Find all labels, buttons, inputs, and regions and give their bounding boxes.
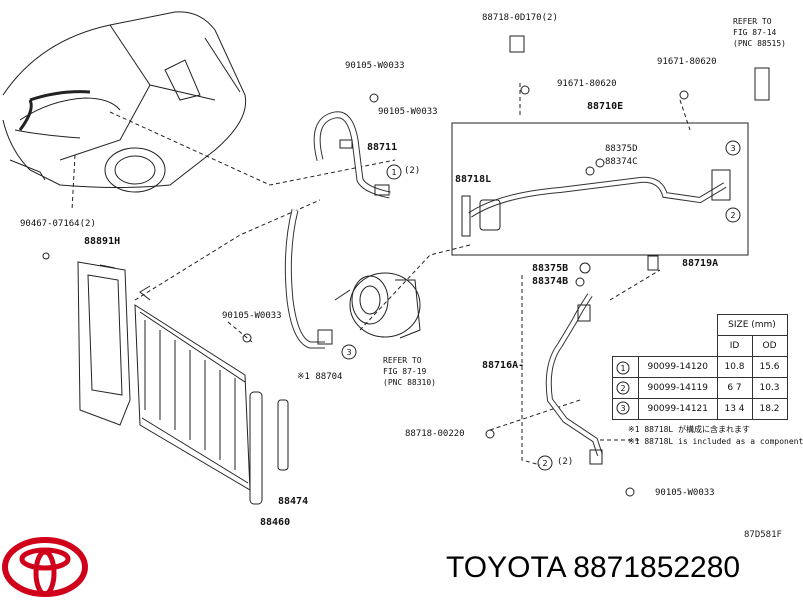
- size-table-col-od: OD: [751, 335, 788, 357]
- label-88891h: 88891H: [84, 236, 121, 247]
- label-88718-0d170: 88718-0D170(2): [482, 13, 558, 23]
- label-refer-to-a: REFER TO: [733, 17, 772, 26]
- label-88460: 88460: [260, 517, 291, 528]
- label-refer-to-b: REFER TO: [383, 356, 422, 365]
- label-88375b: 88375B: [532, 263, 569, 274]
- compressor: [334, 272, 421, 339]
- size-table-header: SIZE (mm): [716, 314, 788, 336]
- fittings: [42, 35, 770, 497]
- diagram-code: 87D581F: [744, 530, 782, 540]
- callout-circle-1: [386, 164, 402, 180]
- label-88719a: 88719A: [682, 258, 719, 269]
- brand-part-title: TOYOTA 8871852280: [446, 551, 740, 585]
- size-table-id: 10.8: [716, 356, 753, 378]
- leader-lines: [71, 80, 691, 466]
- size-table-id: 6 7: [716, 377, 753, 399]
- label-90105-w0033-mid: 90105-W0033: [378, 107, 438, 117]
- size-table-col-id: ID: [716, 335, 753, 357]
- assembly-box-88710e: [451, 122, 749, 256]
- callout-circle-2-a: [725, 207, 741, 223]
- callout-circle-2-b: [537, 455, 553, 471]
- note-japanese: ※1 88718L が構成に含まれます: [628, 425, 751, 434]
- brand-name: TOYOTA: [446, 551, 565, 584]
- label-88711: 88711: [367, 142, 398, 153]
- suction-pipe: [461, 169, 731, 237]
- callout-circle-3-a: [725, 140, 741, 156]
- label-88718l: 88718L: [455, 174, 492, 185]
- size-table-od: 18.2: [751, 398, 788, 420]
- bracket-88891h: [77, 261, 131, 426]
- callout-number-3-a: 3: [730, 144, 735, 153]
- label-88704: ※1 88704: [297, 372, 343, 382]
- label-88375d: 88375D: [605, 144, 638, 154]
- table-row: 90099-14119 6 7 10.3: [612, 377, 788, 399]
- size-table-id: 13 4: [716, 398, 753, 420]
- label-fig-87-19: FIG 87-19: [383, 367, 427, 376]
- label-91671-80620-right: 91671-80620: [657, 57, 717, 67]
- label-pnc-88515: (PNC 88515): [733, 39, 786, 48]
- label-91671-80620-left: 91671-80620: [557, 79, 617, 89]
- size-table-subheader-row: ID OD: [613, 335, 788, 357]
- label-88474: 88474: [278, 496, 309, 507]
- note-english: ※1 88718L is included as a component: [628, 437, 803, 446]
- label-88374c: 88374C: [605, 157, 638, 167]
- size-table-od: 15.6: [751, 356, 788, 378]
- label-fig-87-14: FIG 87-14: [733, 28, 777, 37]
- callout-circle-3-b: [341, 344, 357, 360]
- size-table-header-row: SIZE (mm): [613, 314, 788, 336]
- condenser: [134, 285, 289, 505]
- callout-number-3-b: 3: [346, 348, 351, 357]
- label-90105-w0033-compressor: 90105-W0033: [222, 311, 282, 321]
- size-table-part: 90099-14121: [638, 398, 718, 420]
- size-table-od: 10.3: [751, 377, 788, 399]
- size-table: SIZE (mm) ID OD 90099-14120 10.8 15.6 90…: [612, 314, 788, 420]
- label-pnc-88310: (PNC 88310): [383, 378, 436, 387]
- part-number: 8871852280: [573, 551, 741, 584]
- liquid-pipe-88716a: [545, 293, 603, 465]
- label-88716-circ-note: (2): [557, 457, 574, 467]
- label-90105-w0033-top: 90105-W0033: [345, 61, 405, 71]
- hose-88704: [284, 209, 333, 349]
- callout-number-2-a: 2: [730, 211, 735, 220]
- size-table-part: 90099-14119: [638, 377, 718, 399]
- label-88711-circ-note: (2): [404, 166, 421, 176]
- hose-88711: [313, 111, 391, 199]
- toyota-logo: [2, 537, 88, 597]
- table-row: 90099-14120 10.8 15.6: [612, 356, 788, 378]
- label-88710e: 88710E: [587, 101, 624, 112]
- label-88718-00220: 88718-00220: [405, 429, 465, 439]
- label-90105-w0033-bottom: 90105-W0033: [655, 488, 715, 498]
- table-row: 90099-14121 13 4 18.2: [612, 398, 788, 420]
- label-88716a: 88716A-: [482, 360, 525, 371]
- size-table-part: 90099-14120: [638, 356, 718, 378]
- callout-number-1: 1: [391, 168, 396, 177]
- label-88374b: 88374B: [532, 276, 569, 287]
- vehicle-sketch: [2, 11, 247, 193]
- label-90467-07164: 90467-07164(2): [20, 219, 96, 229]
- callout-number-2-b: 2: [542, 459, 547, 468]
